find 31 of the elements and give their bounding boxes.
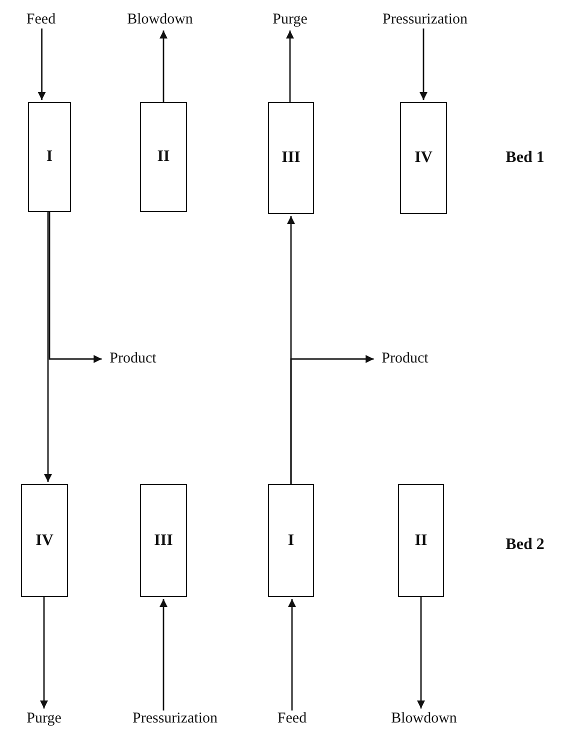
bed-label: Bed 2	[506, 536, 544, 554]
flow-arrow	[420, 28, 428, 100]
adsorber-bed-column: III	[268, 102, 314, 214]
adsorber-bed-column: I	[268, 484, 314, 597]
flow-arrow	[44, 212, 52, 482]
adsorber-bed-column: III	[140, 484, 187, 597]
stream-label: Product	[110, 350, 156, 368]
flow-arrow	[38, 28, 46, 100]
adsorber-bed-column: I	[28, 102, 71, 212]
stream-label: Feed	[26, 12, 56, 28]
adsorber-bed-column: II	[398, 484, 444, 597]
flow-arrow	[40, 597, 48, 708]
flow-arrow	[417, 597, 425, 708]
stream-label: Pressurization	[382, 12, 468, 28]
flow-arrow	[160, 30, 168, 102]
stream-label: Pressurization	[132, 710, 218, 728]
stream-label: Blowdown	[127, 12, 193, 28]
flow-arrow	[288, 599, 296, 710]
stream-label: Blowdown	[391, 710, 457, 728]
adsorber-bed-column: II	[140, 102, 187, 212]
adsorber-bed-column: IV	[21, 484, 68, 597]
flow-arrow	[48, 212, 102, 363]
flow-arrow	[286, 30, 294, 102]
stream-label: Product	[382, 350, 428, 368]
stream-label: Purge	[272, 12, 308, 28]
stream-label: Feed	[277, 710, 307, 728]
flow-arrow	[290, 355, 374, 484]
bed-label: Bed 1	[506, 149, 544, 167]
adsorber-bed-column: IV	[400, 102, 447, 214]
stream-label: Purge	[26, 710, 62, 728]
flow-arrow	[160, 599, 168, 710]
